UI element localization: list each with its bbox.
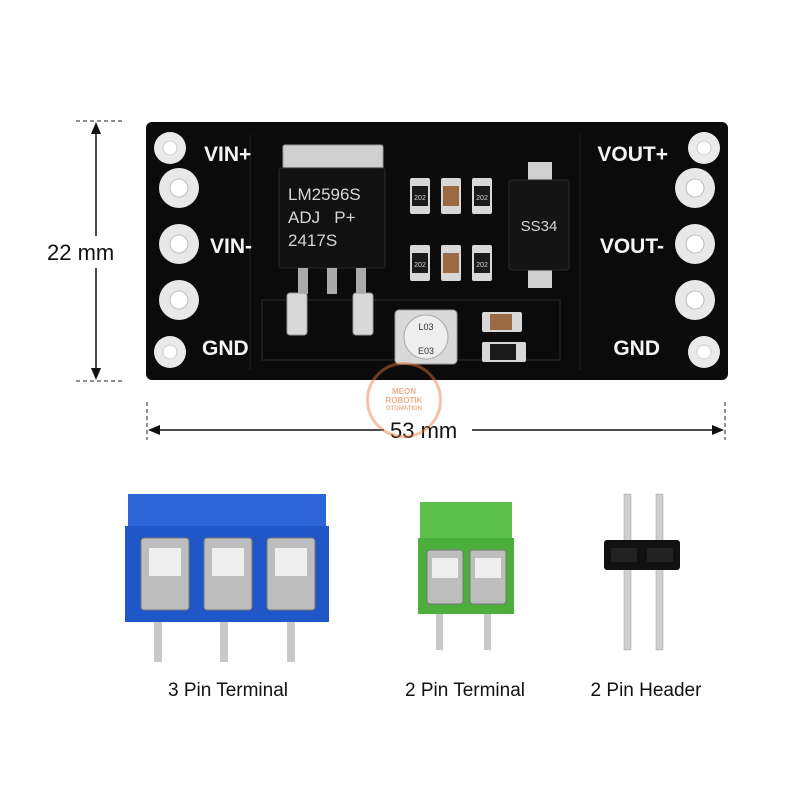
regulator-chip: LM2596S ADJ P+ 2417S bbox=[278, 144, 386, 336]
height-dimension bbox=[40, 120, 136, 382]
two-pin-header bbox=[604, 493, 680, 651]
height-dimension-label: 22 mm bbox=[47, 240, 115, 265]
resistor-label-2: 202 bbox=[476, 195, 488, 202]
watermark-line-1: MEON bbox=[392, 386, 416, 396]
regulator-line-3: 2417S bbox=[288, 231, 337, 250]
resistor-label-3: 202 bbox=[414, 262, 426, 269]
label-gnd-right: GND bbox=[613, 337, 660, 360]
left-mounting-holes bbox=[154, 132, 199, 368]
regulator-line-1: LM2596S bbox=[288, 185, 361, 204]
label-vout-plus: VOUT+ bbox=[597, 143, 668, 166]
smd-components: 202 202 202 202 bbox=[410, 178, 526, 362]
pot-line-2: E03 bbox=[418, 346, 434, 356]
caption-three-pin-terminal: 3 Pin Terminal bbox=[167, 680, 289, 701]
label-gnd-left: GND bbox=[202, 337, 249, 360]
brand-watermark: MEON ROBOTIK OTOMATION bbox=[366, 362, 442, 438]
caption-two-pin-terminal: 2 Pin Terminal bbox=[404, 680, 526, 701]
resistor-label-4: 202 bbox=[476, 262, 488, 269]
right-mounting-holes bbox=[675, 132, 720, 368]
watermark-line-3: OTOMATION bbox=[385, 405, 423, 412]
three-pin-terminal bbox=[125, 494, 329, 662]
two-pin-terminal bbox=[418, 502, 514, 650]
label-vin-minus: VIN- bbox=[210, 235, 252, 258]
resistor-label-1: 202 bbox=[414, 195, 426, 202]
regulator-line-2: ADJ P+ bbox=[288, 208, 356, 227]
caption-two-pin-header: 2 Pin Header bbox=[590, 680, 702, 701]
watermark-line-2: ROBOTIK bbox=[385, 395, 423, 405]
diode-component: SS34 bbox=[508, 162, 570, 288]
label-vout-minus: VOUT- bbox=[600, 235, 664, 258]
pcb-board: VIN+ VIN- GND VOUT+ VOUT- GND LM2596S AD… bbox=[146, 122, 728, 380]
potentiometer: L03 E03 bbox=[394, 309, 458, 365]
diode-label: SS34 bbox=[521, 218, 558, 235]
pot-line-1: L03 bbox=[418, 322, 433, 332]
label-vin-plus: VIN+ bbox=[204, 143, 251, 166]
